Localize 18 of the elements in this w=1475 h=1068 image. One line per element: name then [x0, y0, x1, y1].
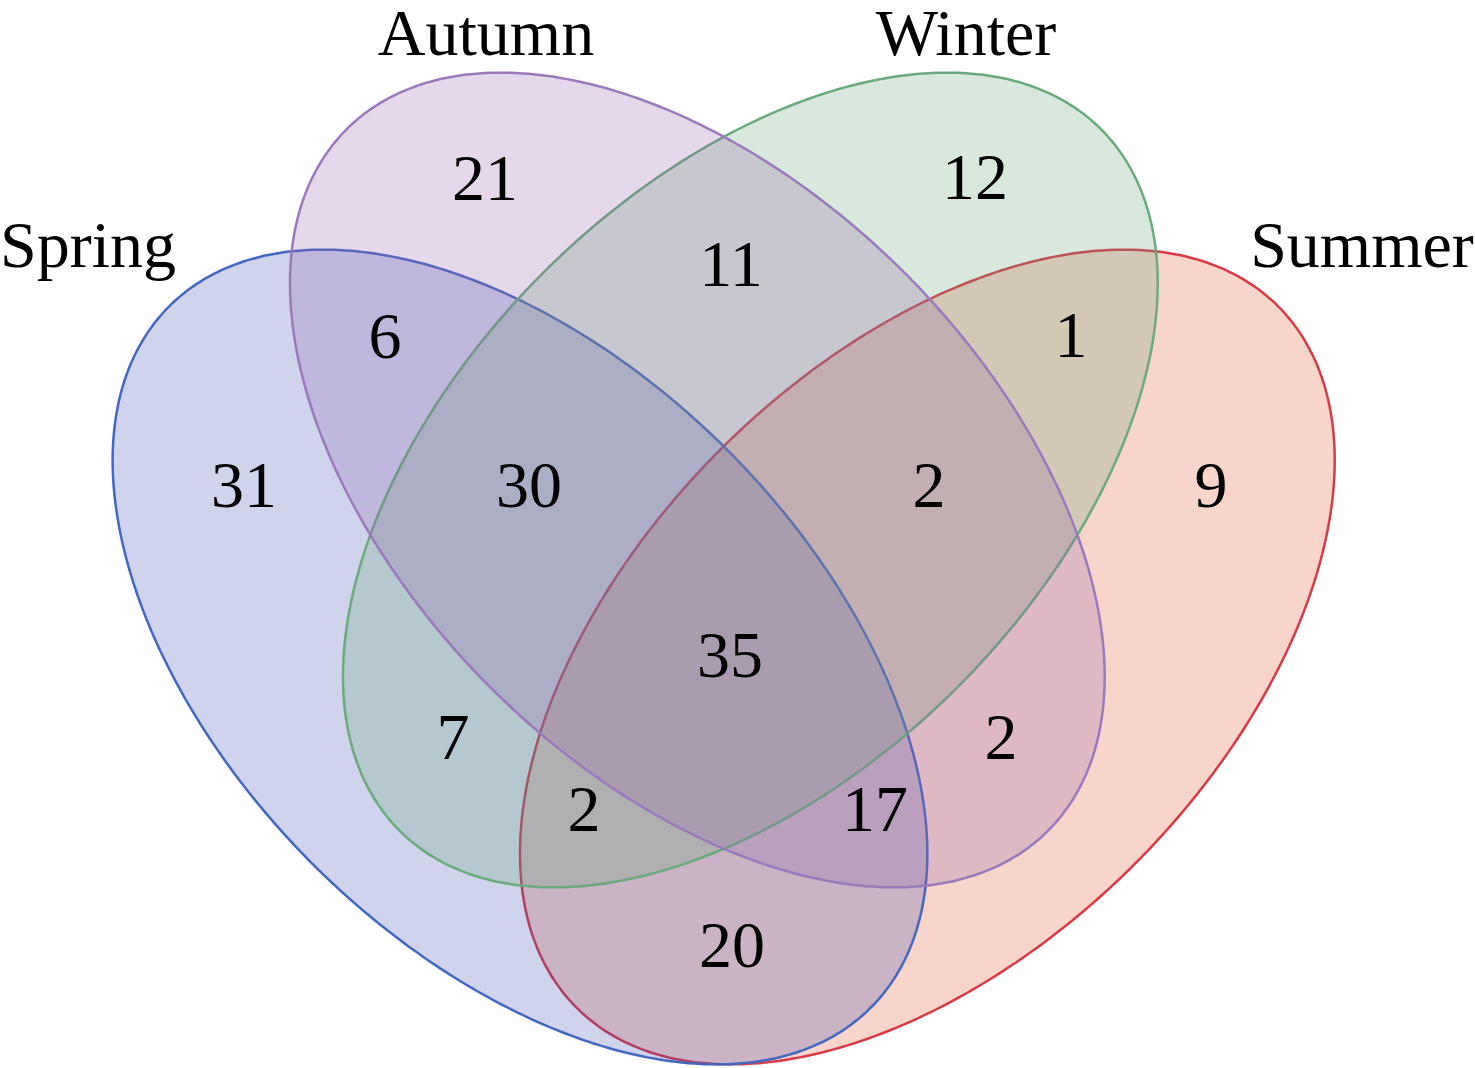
region-count: 1 — [1054, 302, 1088, 368]
set-label: Autumn — [377, 0, 595, 66]
region-count: 30 — [496, 452, 562, 518]
set-label: Summer — [1250, 212, 1474, 278]
region-count: 2 — [912, 452, 946, 518]
region-count: 31 — [211, 452, 277, 518]
region-count: 21 — [452, 145, 518, 211]
region-count: 9 — [1194, 452, 1228, 518]
region-count: 12 — [942, 144, 1008, 210]
region-count: 6 — [368, 303, 402, 369]
region-count: 2 — [567, 776, 601, 842]
region-count: 11 — [699, 231, 763, 297]
region-count: 35 — [697, 622, 763, 688]
region-count: 2 — [984, 704, 1018, 770]
region-count: 17 — [842, 776, 908, 842]
region-count: 20 — [699, 912, 765, 978]
region-count: 7 — [436, 704, 470, 770]
set-label: Winter — [875, 0, 1057, 66]
